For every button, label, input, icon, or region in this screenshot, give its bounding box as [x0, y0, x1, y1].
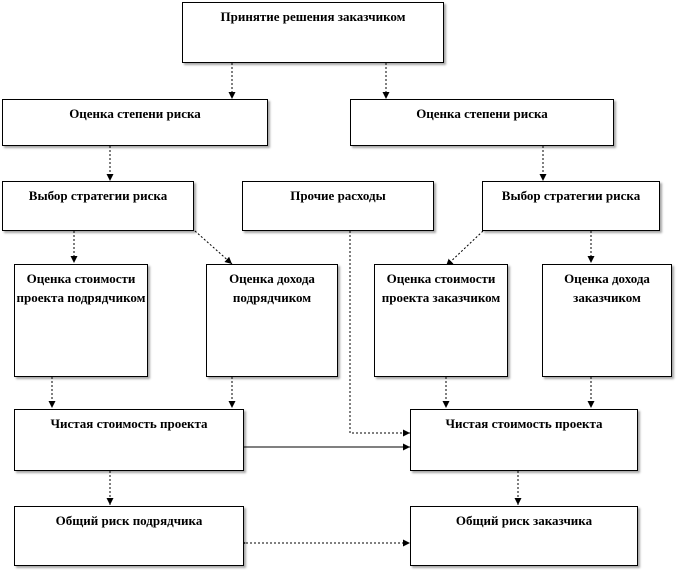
risk-assessment-right-box: Оценка степени риска	[350, 99, 614, 146]
cost-estimate-customer-box: Оценка стоимости проекта заказчиком	[374, 264, 508, 377]
strategy-left-label: Выбор стратегии риска	[28, 188, 168, 203]
net-cost-left-label: Чистая стоимость проекта	[50, 416, 208, 431]
risk-assessment-right-label: Оценка степени риска	[416, 106, 548, 121]
strategy-left-box: Выбор стратегии риска	[2, 181, 194, 231]
total-risk-contractor-box: Общий риск подрядчика	[14, 506, 244, 566]
net-cost-left-box: Чистая стоимость проекта	[14, 409, 244, 471]
income-estimate-customer-label: Оценка дохода заказчиком	[564, 271, 650, 305]
decision-box: Принятие решения заказчиком	[182, 2, 444, 63]
cost-estimate-contractor-box: Оценка стоимости проекта подрядчиком	[14, 264, 148, 377]
income-estimate-contractor-label: Оценка дохода подрядчиком	[229, 271, 315, 305]
total-risk-customer-label: Общий риск заказчика	[455, 513, 593, 528]
strategy-right-box: Выбор стратегии риска	[482, 181, 660, 231]
arrow-strategy-right-to-cost-customer	[445, 230, 484, 267]
decision-label: Принятие решения заказчиком	[220, 9, 406, 24]
other-costs-box: Прочие расходы	[242, 181, 434, 231]
income-estimate-customer-box: Оценка дохода заказчиком	[542, 264, 672, 377]
arrow-strategy-left-to-income-contractor	[194, 230, 233, 265]
net-cost-right-box: Чистая стоимость проекта	[410, 409, 638, 471]
strategy-right-label: Выбор стратегии риска	[501, 188, 641, 203]
risk-assessment-left-label: Оценка степени риска	[69, 106, 201, 121]
cost-estimate-customer-label: Оценка стоимости проекта заказчиком	[381, 271, 501, 305]
income-estimate-contractor-box: Оценка дохода подрядчиком	[206, 264, 338, 377]
arrow-other-costs-to-net-right	[349, 231, 410, 437]
total-risk-customer-box: Общий риск заказчика	[410, 506, 638, 566]
net-cost-right-label: Чистая стоимость проекта	[445, 416, 603, 431]
total-risk-contractor-label: Общий риск подрядчика	[55, 513, 203, 528]
other-costs-label: Прочие расходы	[290, 188, 386, 203]
cost-estimate-contractor-label: Оценка стоимости проекта подрядчиком	[16, 271, 146, 305]
risk-assessment-left-box: Оценка степени риска	[2, 99, 268, 146]
